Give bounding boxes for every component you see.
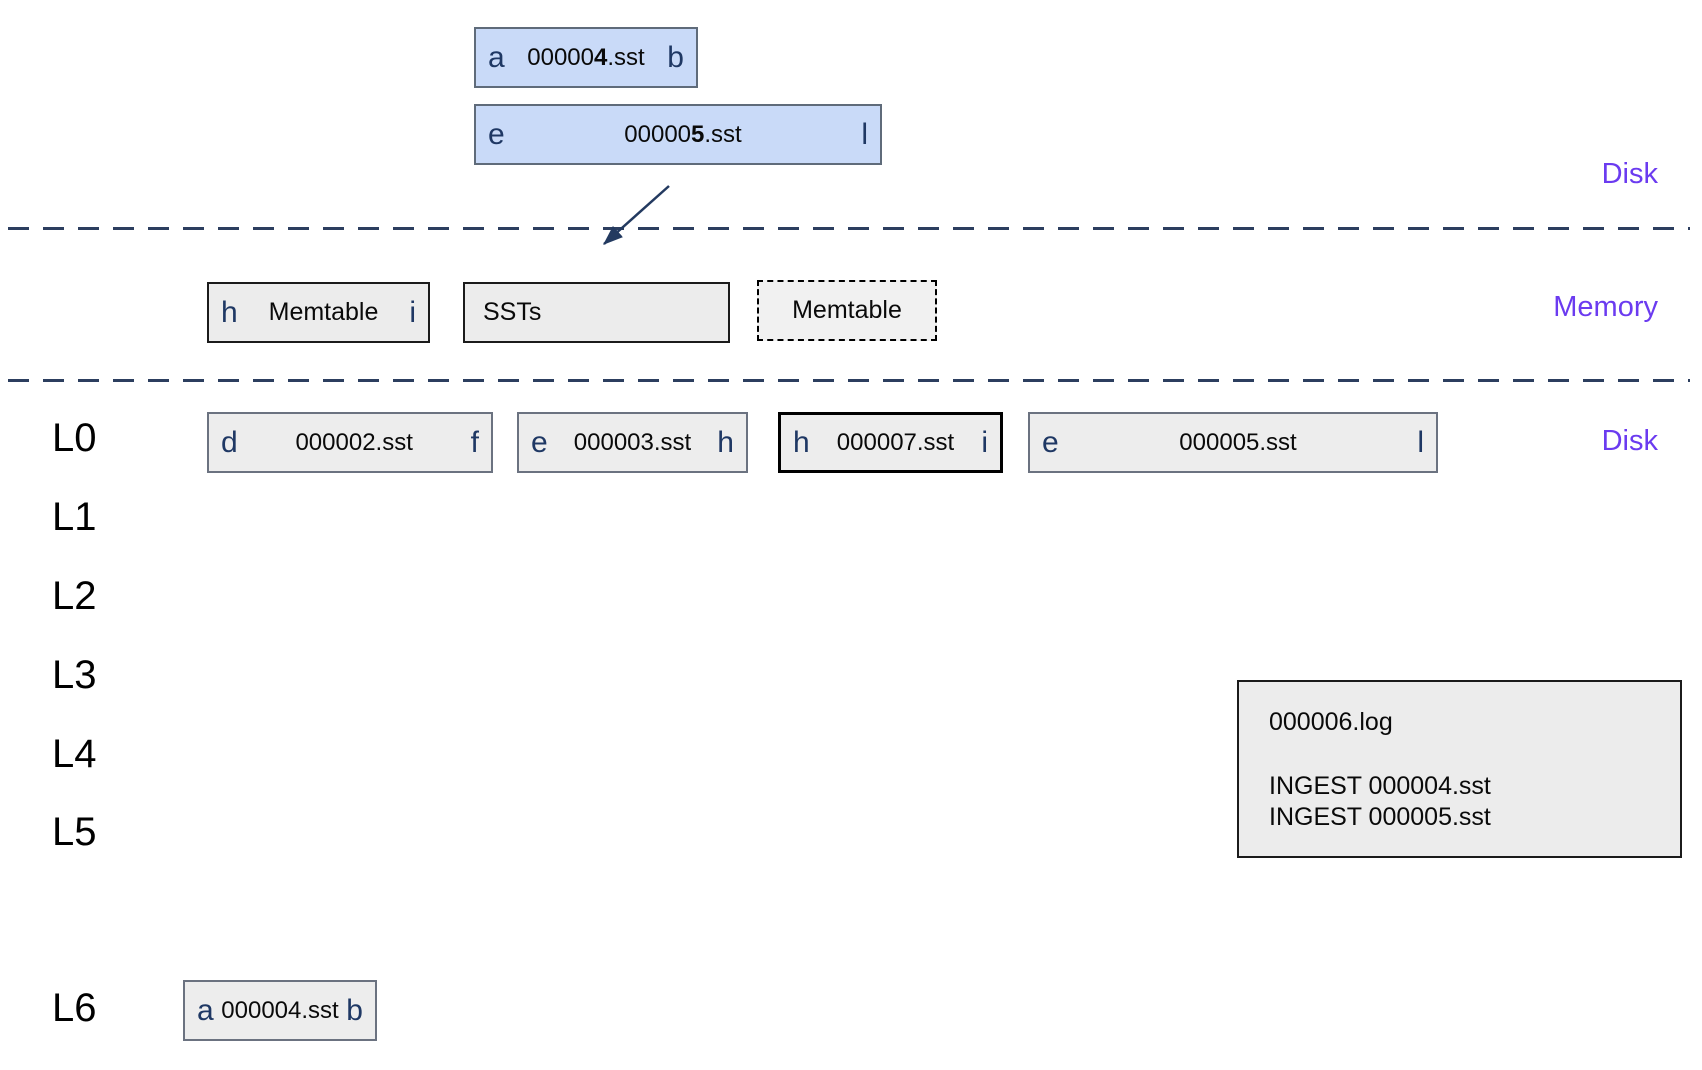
- key-range-end: i: [409, 295, 416, 329]
- sst-filename: 000005.sst: [624, 120, 742, 148]
- memtable-flushing-box: h Memtable i: [207, 282, 430, 343]
- ssts-box: SSTs: [463, 282, 730, 343]
- l6-sst-000004-box: a 000004.sst b: [183, 980, 377, 1041]
- level-label-l2: L2: [52, 574, 97, 618]
- key-range-start: a: [197, 993, 214, 1027]
- key-range-end: f: [470, 425, 479, 459]
- boundary-memory-disk: [8, 379, 1690, 382]
- memtable-label: Memtable: [792, 296, 902, 324]
- boundary-disk-memory: [8, 227, 1690, 230]
- key-range-start: h: [793, 425, 810, 459]
- key-range-start: e: [531, 425, 548, 459]
- disk-label-top: Disk: [1601, 158, 1658, 190]
- ssts-label: SSTs: [483, 298, 542, 326]
- key-range-start: e: [488, 117, 505, 151]
- ingest-sst-000005-box: e 000005.sst l: [474, 104, 882, 165]
- l0-sst-000003-box: e 000003.sst h: [517, 412, 748, 473]
- memtable-label: Memtable: [268, 298, 379, 326]
- sst-filename: 000004.sst: [221, 996, 339, 1024]
- key-range-start: e: [1042, 425, 1059, 459]
- key-range-start: a: [488, 40, 505, 74]
- log-entry-ingest-000004: INGEST 000004.sst: [1269, 772, 1491, 800]
- sst-filename: 000007.sst: [836, 428, 955, 456]
- level-label-l3: L3: [52, 653, 97, 697]
- memtable-active-box: Memtable: [757, 280, 937, 341]
- ingest-arrow: [603, 185, 670, 245]
- l0-sst-000005-box: e 000005.sst l: [1028, 412, 1438, 473]
- key-range-end: l: [861, 117, 868, 151]
- disk-label-bottom: Disk: [1601, 425, 1658, 457]
- l0-sst-000007-box: h 000007.sst i: [778, 412, 1003, 473]
- level-label-l0: L0: [52, 416, 97, 460]
- key-range-end: b: [346, 993, 363, 1027]
- level-label-l6: L6: [52, 986, 97, 1030]
- sst-filename: 000005.sst: [1179, 428, 1297, 456]
- key-range-start: h: [221, 295, 238, 329]
- wal-log-box: 000006.log INGEST 000004.sst INGEST 0000…: [1237, 680, 1682, 858]
- ingest-sst-000004-box: a 000004.sst b: [474, 27, 698, 88]
- key-range-end: h: [717, 425, 734, 459]
- sst-filename: 000002.sst: [295, 428, 413, 456]
- key-range-end: b: [667, 40, 684, 74]
- key-range-end: l: [1417, 425, 1424, 459]
- log-entry-ingest-000005: INGEST 000005.sst: [1269, 803, 1491, 831]
- key-range-end: i: [981, 425, 988, 459]
- sst-filename: 000003.sst: [573, 428, 692, 456]
- level-label-l1: L1: [52, 495, 97, 539]
- level-label-l5: L5: [52, 810, 97, 854]
- level-label-l4: L4: [52, 732, 97, 776]
- key-range-start: d: [221, 425, 238, 459]
- sst-filename: 000004.sst: [527, 43, 645, 71]
- log-filename: 000006.log: [1269, 708, 1393, 736]
- memory-label: Memory: [1553, 291, 1658, 323]
- l0-sst-000002-box: d 000002.sst f: [207, 412, 493, 473]
